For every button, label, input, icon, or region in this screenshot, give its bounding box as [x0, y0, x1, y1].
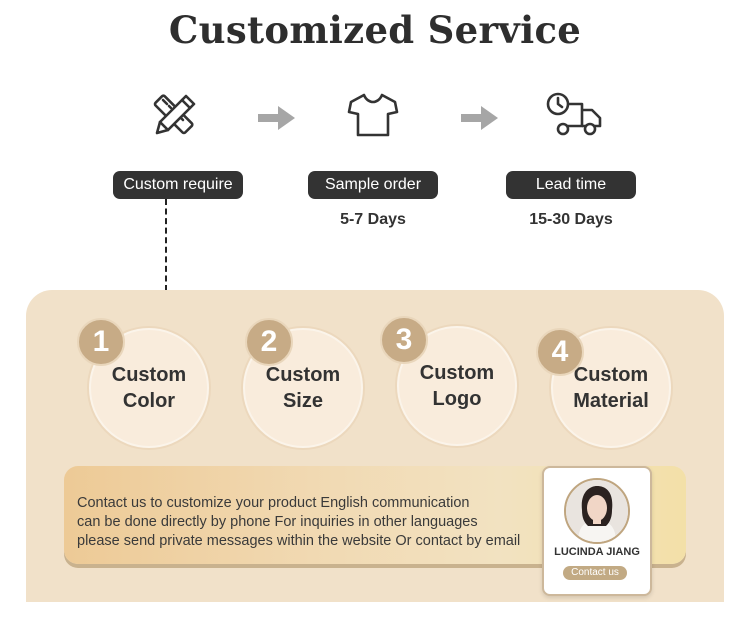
option-number-badge: 4 — [536, 328, 584, 376]
tshirt-icon — [347, 93, 399, 137]
lead-days: 15-30 Days — [529, 211, 613, 228]
option-line1: Custom — [573, 364, 649, 386]
option-line2: Logo — [432, 388, 482, 410]
option-number-badge: 1 — [77, 318, 125, 366]
dashed-connector — [165, 199, 167, 291]
option-number-badge: 2 — [245, 318, 293, 366]
option-line2: Size — [282, 390, 323, 412]
contact-line: please send private messages within the … — [77, 533, 521, 549]
option-line2: Color — [122, 390, 176, 412]
contact-description: Contact us to customize your product Eng… — [77, 494, 547, 551]
option-line1: Custom — [111, 364, 187, 386]
contact-line: Contact us to customize your product Eng… — [77, 495, 470, 511]
step-pill-custom-require: Custom require — [113, 171, 243, 199]
step-pill-lead-time: Lead time — [506, 171, 636, 199]
contact-line: can be done directly by phone For inquir… — [77, 514, 478, 530]
option-line1: Custom — [419, 362, 495, 384]
avatar — [564, 478, 630, 544]
option-line2: Material — [573, 390, 649, 412]
arrow-right-icon — [461, 106, 498, 130]
step-pill-sample-order: Sample order — [308, 171, 438, 199]
delivery-truck-icon — [546, 92, 602, 136]
contact-name: LUCINDA JIANG — [554, 546, 640, 558]
page-title: Customized Service — [168, 8, 582, 52]
option-number-badge: 3 — [380, 316, 428, 364]
arrow-right-icon — [258, 106, 295, 130]
contact-us-button[interactable]: Contact us — [563, 566, 627, 580]
option-line1: Custom — [265, 364, 341, 386]
sample-days: 5-7 Days — [340, 211, 406, 228]
pencil-ruler-icon — [153, 94, 196, 135]
